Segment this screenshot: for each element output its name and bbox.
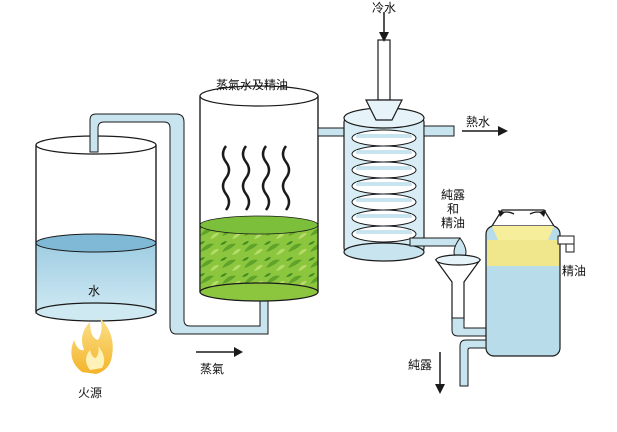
flame-icon: [71, 318, 113, 374]
steam-arrow: [196, 347, 243, 357]
water-label: 水: [88, 284, 101, 298]
hot-water-arrow: [462, 126, 508, 136]
hydrosol-and-oil-label: 純露 和 精油: [440, 188, 465, 230]
steam-water-oil-label: 蒸氣水及精油: [216, 78, 289, 92]
essential-oil-label: 精油: [562, 264, 587, 278]
separator: [459, 209, 575, 387]
still-vessel: [199, 85, 319, 302]
cold-water-arrow: [379, 12, 389, 42]
steam-label: 蒸氣: [200, 362, 225, 376]
cold-water-label: 冷水: [372, 1, 397, 15]
hydrosol-label: 純露: [408, 358, 433, 372]
hot-water-label: 熱水: [466, 115, 491, 129]
vapor-lines: [221, 145, 291, 211]
funnel: [434, 254, 491, 337]
hydrosol-arrow: [435, 352, 445, 394]
heat-source-label: 火源: [78, 386, 103, 400]
